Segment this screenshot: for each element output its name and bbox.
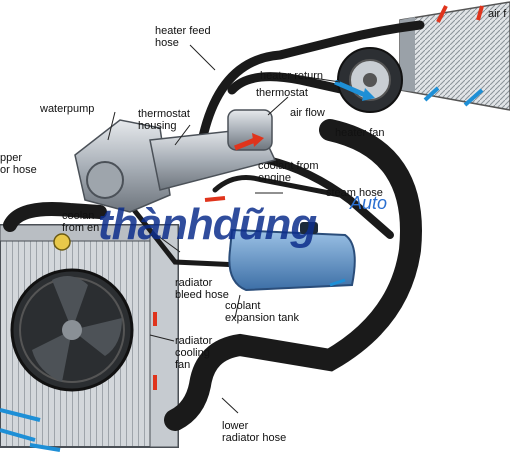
radiator-cooling-fan xyxy=(10,268,134,392)
label-heater-feed-hose: heater feed hose xyxy=(155,25,211,49)
watermark-tag: Auto xyxy=(350,193,388,213)
flow-arrows xyxy=(0,5,484,452)
label-heater-fan: heater fan xyxy=(335,127,385,139)
heater-fan xyxy=(337,47,403,113)
label-thermostat: thermostat xyxy=(256,87,308,99)
label-coolant-from-engine-left: coolan from en xyxy=(62,210,100,234)
leader-lines xyxy=(107,44,341,414)
label-radiator-bleed-hose: radiator bleed hose xyxy=(175,277,229,301)
label-coolant-from-engine: coolant from engine xyxy=(258,160,319,184)
watermark-logo: thànhdũng xyxy=(98,200,317,249)
label-waterpump: waterpump xyxy=(40,103,95,115)
coolant-expansion-tank xyxy=(228,222,356,292)
label-heater-return: heater return xyxy=(260,70,323,82)
label-radiator-cooling-fan: radiator cooling fan xyxy=(175,335,213,371)
label-coolant-expansion-tank: coolant expansion tank xyxy=(225,300,299,324)
label-air-flow: air flow xyxy=(290,107,325,119)
label-thermostat-housing: thermostat housing xyxy=(138,108,190,132)
label-lower-radiator-hose: lower radiator hose xyxy=(222,420,287,444)
label-steam-hose: steam hose xyxy=(326,187,383,199)
label-air-flow-top: air f xyxy=(488,8,507,20)
label-upper-hose: pper or hose xyxy=(0,152,37,176)
